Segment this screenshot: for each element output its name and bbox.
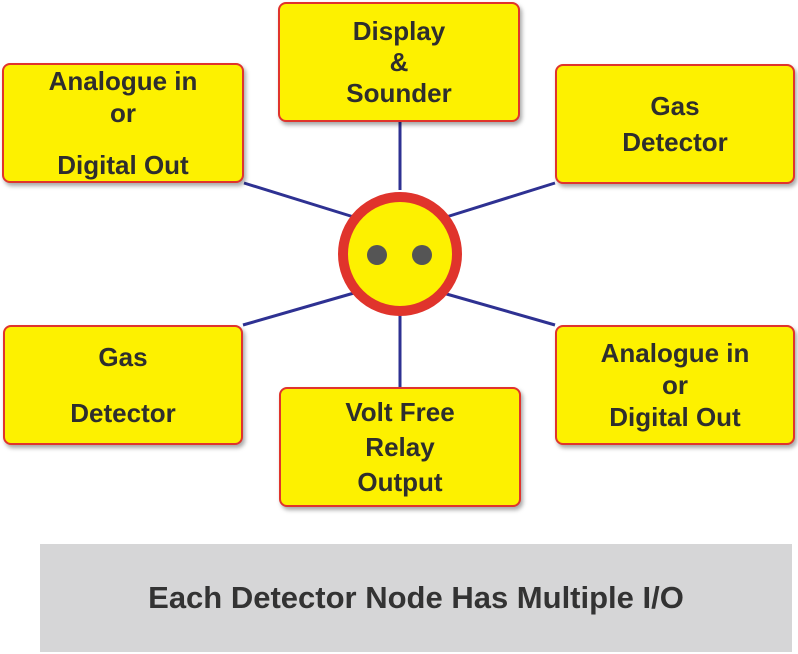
box-label-line: Output <box>357 466 443 497</box>
caption-banner: Each Detector Node Has Multiple I/O <box>40 544 792 652</box>
node-dot-left <box>367 245 387 265</box>
box-label-line: or <box>662 370 688 400</box>
analogue-digital-box-lower: Analogue in or Digital Out <box>555 325 795 445</box>
analogue-digital-box-upper: Analogue in or Digital Out <box>2 63 244 183</box>
box-label-line: Detector <box>622 127 728 157</box>
connector-lower-right <box>442 291 556 327</box>
box-label-line: Detector <box>70 398 176 428</box>
box-label-line: Digital Out <box>609 402 741 432</box>
box-label-line: Analogue in <box>48 66 198 96</box>
gas-detector-box-lower: Gas Detector <box>3 325 243 445</box>
box-label-line: & <box>389 46 409 77</box>
connector-upper-right <box>442 181 556 220</box>
caption-text: Each Detector Node Has Multiple I/O <box>148 580 684 615</box>
box-label-line: Sounder <box>346 77 452 108</box>
box-label-line: Display <box>352 15 446 46</box>
box-label-line: Relay <box>365 431 435 462</box>
box-label-line: Analogue in <box>600 338 750 368</box>
box-label-line: Gas <box>98 342 148 372</box>
box-label-line: Gas <box>650 91 700 121</box>
box-label-line: Digital Out <box>57 150 189 180</box>
box-label-line: or <box>110 98 136 128</box>
relay-output-box: Volt Free Relay Output <box>279 387 521 507</box>
connector-upper-left <box>243 181 358 220</box>
node-dot-right <box>412 245 432 265</box>
display-sounder-box: Display & Sounder <box>278 2 520 122</box>
connector-lower-left <box>242 291 355 327</box>
gas-detector-box-upper: Gas Detector <box>555 64 795 184</box>
box-label-line: Volt Free <box>345 396 455 427</box>
detector-node-icon <box>338 192 462 316</box>
